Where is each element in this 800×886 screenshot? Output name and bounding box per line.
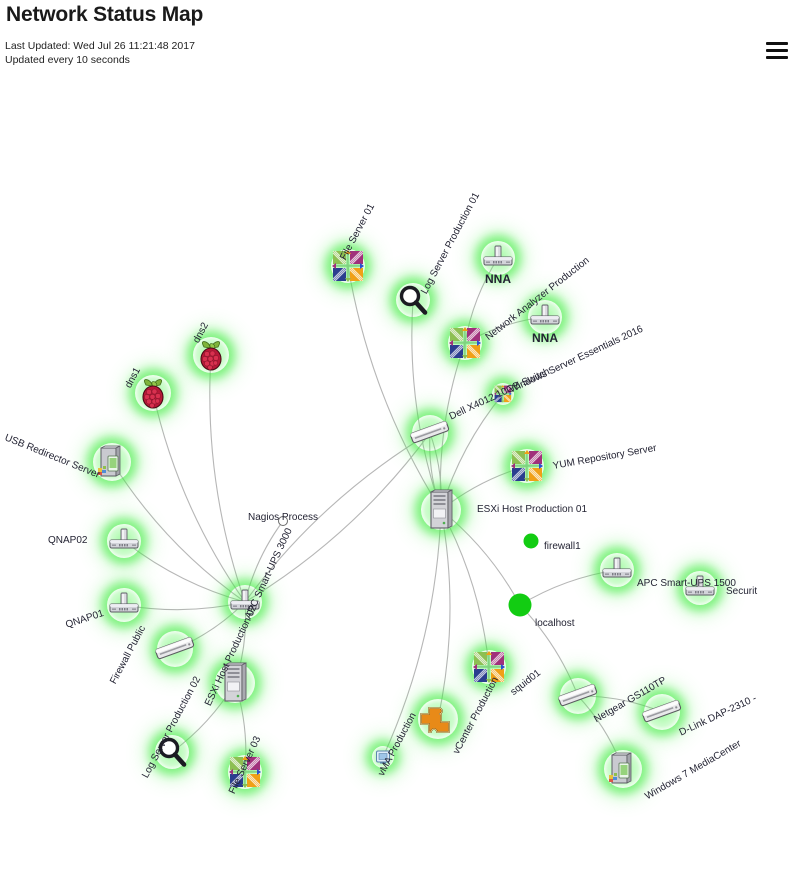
antenna-icon[interactable]: [106, 591, 142, 619]
menu-bar: [766, 42, 788, 45]
puzzle-icon[interactable]: [419, 701, 457, 737]
magnifier-icon[interactable]: [397, 284, 429, 316]
pinwheel-icon[interactable]: [448, 326, 482, 360]
last-updated-text: Last Updated: Wed Jul 26 11:21:48 2017: [5, 40, 195, 52]
pinwheel-icon[interactable]: [510, 449, 544, 483]
antenna-icon[interactable]: [480, 244, 516, 272]
desktop-icon[interactable]: [606, 751, 640, 787]
map-edge: [437, 509, 451, 720]
raspberry-icon[interactable]: [194, 338, 228, 372]
map-edge: [382, 509, 442, 758]
antenna-icon[interactable]: [106, 527, 142, 555]
page-header: Network Status Map Last Updated: Wed Jul…: [0, 0, 800, 80]
vma-icon[interactable]: [374, 748, 392, 766]
hamburger-menu-icon[interactable]: [766, 42, 788, 59]
map-edge: [209, 354, 246, 603]
menu-bar: [766, 49, 788, 52]
menu-bar: [766, 56, 788, 59]
map-edge: [152, 392, 246, 603]
map-edge: [244, 432, 431, 603]
slab-icon[interactable]: [407, 421, 453, 445]
antenna-icon[interactable]: [227, 588, 263, 616]
green-dot-icon[interactable]: [523, 533, 539, 549]
slab-icon[interactable]: [152, 637, 198, 661]
magnifier-icon[interactable]: [156, 736, 188, 768]
pinwheel-icon[interactable]: [331, 249, 365, 283]
update-interval-text: Updated every 10 seconds: [5, 54, 130, 66]
tower-icon[interactable]: [221, 662, 249, 704]
pinwheel-icon[interactable]: [228, 755, 262, 789]
slab-icon[interactable]: [555, 684, 601, 708]
page-title: Network Status Map: [6, 3, 204, 26]
pinwheel-icon-small[interactable]: [494, 385, 513, 404]
green-dot-large-icon[interactable]: [508, 593, 532, 617]
hollow-circle-icon[interactable]: [278, 516, 288, 526]
antenna-icon[interactable]: [682, 574, 718, 602]
map-edge: [411, 299, 442, 511]
tower-icon[interactable]: [427, 489, 455, 531]
map-edge: [347, 265, 442, 511]
pinwheel-icon[interactable]: [472, 650, 506, 684]
map-edge: [111, 461, 246, 603]
antenna-icon[interactable]: [599, 556, 635, 584]
desktop-icon[interactable]: [95, 444, 129, 480]
raspberry-icon[interactable]: [136, 376, 170, 410]
map-edges: [111, 257, 663, 773]
slab-icon[interactable]: [639, 700, 685, 724]
map-edge: [244, 432, 431, 603]
antenna-icon[interactable]: [527, 303, 563, 331]
